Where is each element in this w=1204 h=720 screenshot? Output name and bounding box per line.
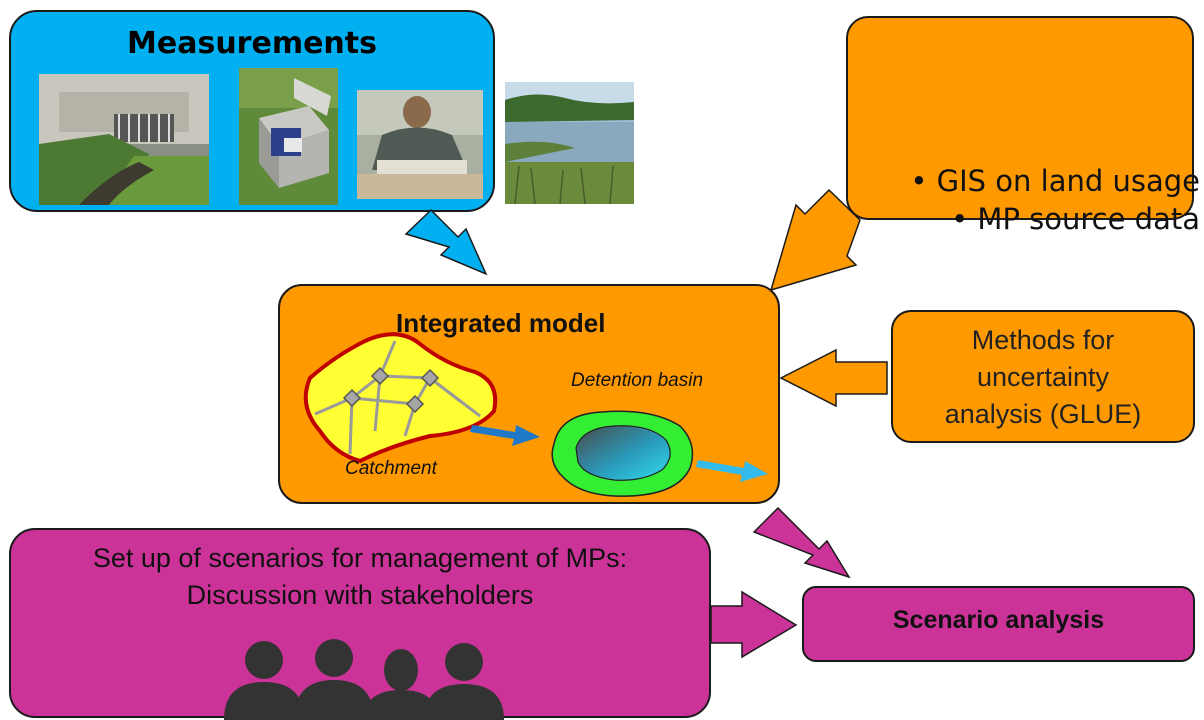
detention-basin-icon bbox=[551, 410, 694, 497]
setup-text: Set up of scenarios for management of MP… bbox=[11, 540, 709, 614]
stakeholder-scenarios-box: Set up of scenarios for management of MP… bbox=[9, 528, 711, 720]
flow-arrows bbox=[404, 188, 888, 659]
gis-items: • GIS on land usage • MP source data bbox=[910, 162, 1200, 238]
sampler-box-photo bbox=[239, 68, 338, 205]
arrow-measurements-to-model bbox=[404, 208, 488, 276]
pond-photo bbox=[505, 82, 634, 204]
gis-data-box: • GIS on land usage • MP source data bbox=[846, 16, 1200, 236]
weir-outlet-photo bbox=[39, 74, 209, 205]
measurements-box: Measurements bbox=[9, 10, 634, 212]
setup-line-2: Discussion with stakeholders bbox=[186, 580, 534, 610]
methods-line-2: uncertainty bbox=[976, 362, 1110, 392]
methods-text: Methods for uncertainty analysis (GLUE) bbox=[893, 322, 1193, 433]
methods-line-1: Methods for bbox=[971, 325, 1115, 355]
integrated-model-title: Integrated model bbox=[396, 308, 606, 338]
arrow-methods-to-model bbox=[779, 348, 888, 408]
uncertainty-methods-box: Methods for uncertainty analysis (GLUE) bbox=[891, 310, 1195, 443]
detention-basin-label: Detention basin bbox=[571, 370, 704, 391]
arrow-basin-to-outlet bbox=[696, 460, 768, 482]
arrow-setup-to-scenario bbox=[710, 590, 798, 659]
catchment-label: Catchment bbox=[345, 458, 437, 479]
setup-line-1: Set up of scenarios for management of MP… bbox=[92, 543, 628, 573]
scenario-analysis-box: Scenario analysis bbox=[802, 586, 1195, 662]
arrow-model-to-scenario bbox=[752, 506, 851, 579]
researcher-sampling-photo bbox=[357, 90, 483, 199]
methods-line-3: analysis (GLUE) bbox=[944, 399, 1142, 429]
catchment-shape-icon bbox=[303, 332, 498, 464]
gis-item-source-data: • MP source data bbox=[951, 202, 1200, 236]
measurements-title: Measurements bbox=[127, 26, 377, 61]
integrated-model-box: Integrated model Catchment Detention bas… bbox=[278, 284, 780, 504]
arrow-gis-to-model bbox=[769, 188, 861, 292]
arrow-catchment-to-basin bbox=[470, 425, 540, 446]
gis-item-land-usage: • GIS on land usage bbox=[910, 164, 1200, 198]
scenario-analysis-label: Scenario analysis bbox=[892, 606, 1105, 634]
